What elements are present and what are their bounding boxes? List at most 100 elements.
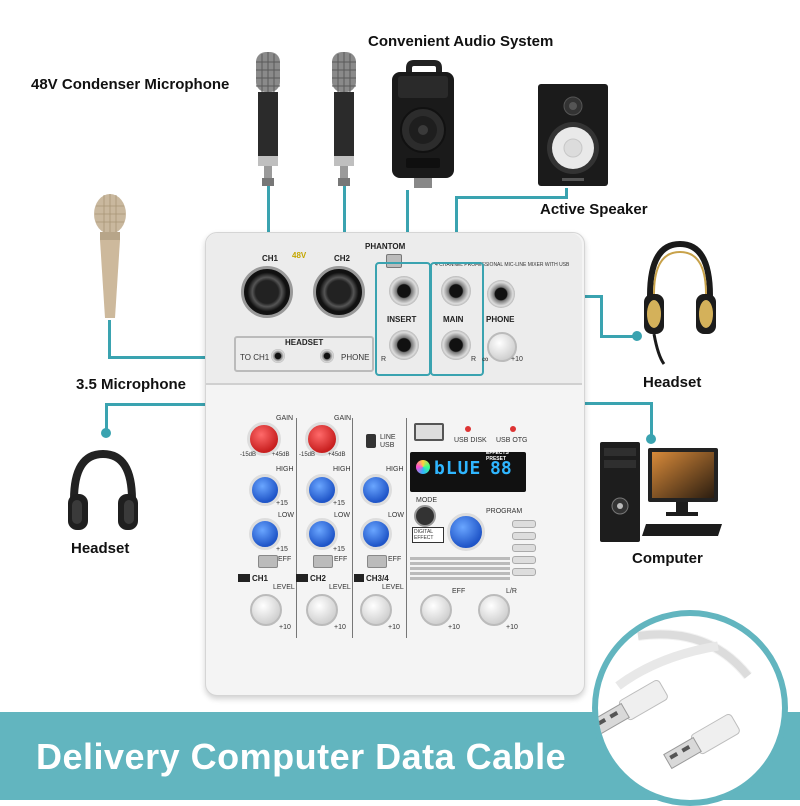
main-label: MAIN — [443, 315, 464, 324]
usb-otg-led — [510, 426, 516, 432]
ch2-level-plus10: +10 — [334, 624, 346, 631]
connector-line-speaker-b — [455, 196, 458, 256]
ch1-low-label: LOW — [278, 512, 294, 519]
phone-infinity-label: ∞ — [482, 354, 489, 364]
phantom-label: PHANTOM — [365, 242, 406, 251]
ch2-bottom-label: CH2 — [310, 574, 327, 583]
program-label: PROGRAM — [486, 508, 523, 515]
ch1-bottom-label: CH1 — [252, 574, 269, 583]
condenser-microphone-icon — [256, 52, 280, 186]
label-headset-left: Headset — [71, 540, 130, 557]
ch2-gain-label: GAIN — [334, 415, 352, 422]
connector-line-speaker-a — [406, 190, 409, 250]
insert-l-jack[interactable] — [389, 276, 419, 306]
eff-master-plus10: +10 — [448, 624, 460, 631]
ch34-low-label: LOW — [388, 512, 404, 519]
ch1-db-min-label: -15dB — [240, 452, 257, 458]
mixer-model-description: 4 CHANNEL PROFESSIONAL MIC-LINE MIXER WI… — [435, 262, 570, 268]
ch2-low-plus15: +15 — [333, 546, 345, 553]
ch1-level-knob[interactable] — [250, 594, 282, 626]
effects-preset-list — [410, 555, 510, 587]
banner-text: Delivery Computer Data Cable — [36, 736, 567, 777]
ch34-bottom-label: CH3/4 — [366, 574, 389, 583]
connector-line-speaker-d — [565, 188, 568, 199]
ch2-high-plus15: +15 — [333, 500, 345, 507]
computer-icon — [600, 442, 722, 542]
ch34-level-knob[interactable] — [360, 594, 392, 626]
ch2-eff-button[interactable] — [313, 555, 333, 568]
insert-r-label: R — [381, 356, 387, 363]
ch34-high-knob[interactable] — [360, 474, 392, 506]
ch2-high-knob[interactable] — [306, 474, 338, 506]
line-usb-switch[interactable] — [366, 434, 376, 448]
insert-r-jack[interactable] — [389, 330, 419, 360]
lr-master-knob[interactable] — [478, 594, 510, 626]
connector-dot-computer — [646, 434, 656, 444]
connector-line-headset-c — [600, 335, 635, 338]
ch1-gain-knob[interactable] — [247, 422, 281, 456]
ch34-eff-label: EFF — [388, 556, 402, 563]
headset-phone-jack[interactable] — [320, 349, 334, 363]
ch1-db-max-label: +45dB — [272, 452, 290, 458]
portable-speaker-icon — [392, 60, 454, 188]
eff-master-label: EFF — [452, 588, 466, 595]
main-l-jack[interactable] — [441, 276, 471, 306]
ch2-level-knob[interactable] — [306, 594, 338, 626]
ch2-low-label: LOW — [334, 512, 350, 519]
headset-icon — [644, 240, 716, 365]
eff-master-knob[interactable] — [420, 594, 452, 626]
program-knob[interactable] — [447, 513, 485, 551]
label-headset-right: Headset — [643, 374, 702, 391]
phone-label: PHONE — [486, 315, 515, 324]
label-condenser-microphone: 48V Condenser Microphone — [31, 76, 230, 93]
channel-strip-divider — [406, 418, 407, 638]
to-ch1-jack[interactable] — [271, 349, 285, 363]
ch1-xlr-input[interactable] — [241, 266, 293, 318]
phone-jack[interactable] — [487, 280, 515, 308]
headset-panel — [234, 336, 374, 372]
phone2-label: PHONE — [341, 353, 370, 362]
label-convenient-audio-system: Convenient Audio System — [368, 33, 554, 50]
usb-disk-label: USB DISK — [454, 437, 487, 444]
ch2-low-knob[interactable] — [306, 518, 338, 550]
ch1-high-plus15: +15 — [276, 500, 288, 507]
connector-line-computer-c — [650, 402, 653, 438]
usb-disk-led — [465, 426, 471, 432]
ch2-level-label: LEVEL — [329, 584, 351, 591]
main-r-jack[interactable] — [441, 330, 471, 360]
usb-otg-label: USB OTG — [496, 437, 528, 444]
active-speaker-icon — [538, 84, 608, 186]
line-label: LINE — [380, 434, 396, 441]
ch2-db-max-label: +45dB — [328, 452, 346, 458]
mode-button[interactable] — [414, 505, 436, 527]
headset-icon — [68, 449, 138, 530]
display-text: bLUE — [434, 458, 482, 479]
ch34-bottom-label-box — [354, 574, 364, 582]
phantom-switch[interactable] — [386, 254, 402, 268]
label-active-speaker: Active Speaker — [540, 201, 648, 218]
phone-volume-knob[interactable] — [487, 332, 517, 362]
ch34-low-knob[interactable] — [360, 518, 392, 550]
mode-label: MODE — [416, 497, 437, 504]
lr-master-label: L/R — [506, 588, 517, 595]
connector-line-handmic-a — [108, 320, 111, 358]
main-jack-group — [430, 262, 484, 376]
headset-panel-label: HEADSET — [285, 338, 324, 347]
connector-line-phone-c — [105, 403, 108, 433]
usb-port[interactable] — [414, 423, 444, 441]
ch1-high-knob[interactable] — [249, 474, 281, 506]
handheld-microphone-icon — [94, 194, 126, 318]
ch2-high-label: HIGH — [333, 466, 351, 473]
ch1-bottom-label-box — [238, 574, 250, 582]
ch1-low-knob[interactable] — [249, 518, 281, 550]
ch2-xlr-input[interactable] — [313, 266, 365, 318]
ch1-eff-button[interactable] — [258, 555, 278, 568]
effects-preset-label: EFFECTS PRESET — [486, 450, 509, 462]
ch1-eff-label: EFF — [278, 556, 292, 563]
digital-effect-label: DIGITAL EFFECT — [414, 529, 434, 541]
lr-master-plus10: +10 — [506, 624, 518, 631]
ch34-eff-button[interactable] — [367, 555, 387, 568]
ch2-gain-knob[interactable] — [305, 422, 339, 456]
ch1-top-label: CH1 — [262, 254, 279, 263]
digital-effect-box — [412, 527, 444, 543]
